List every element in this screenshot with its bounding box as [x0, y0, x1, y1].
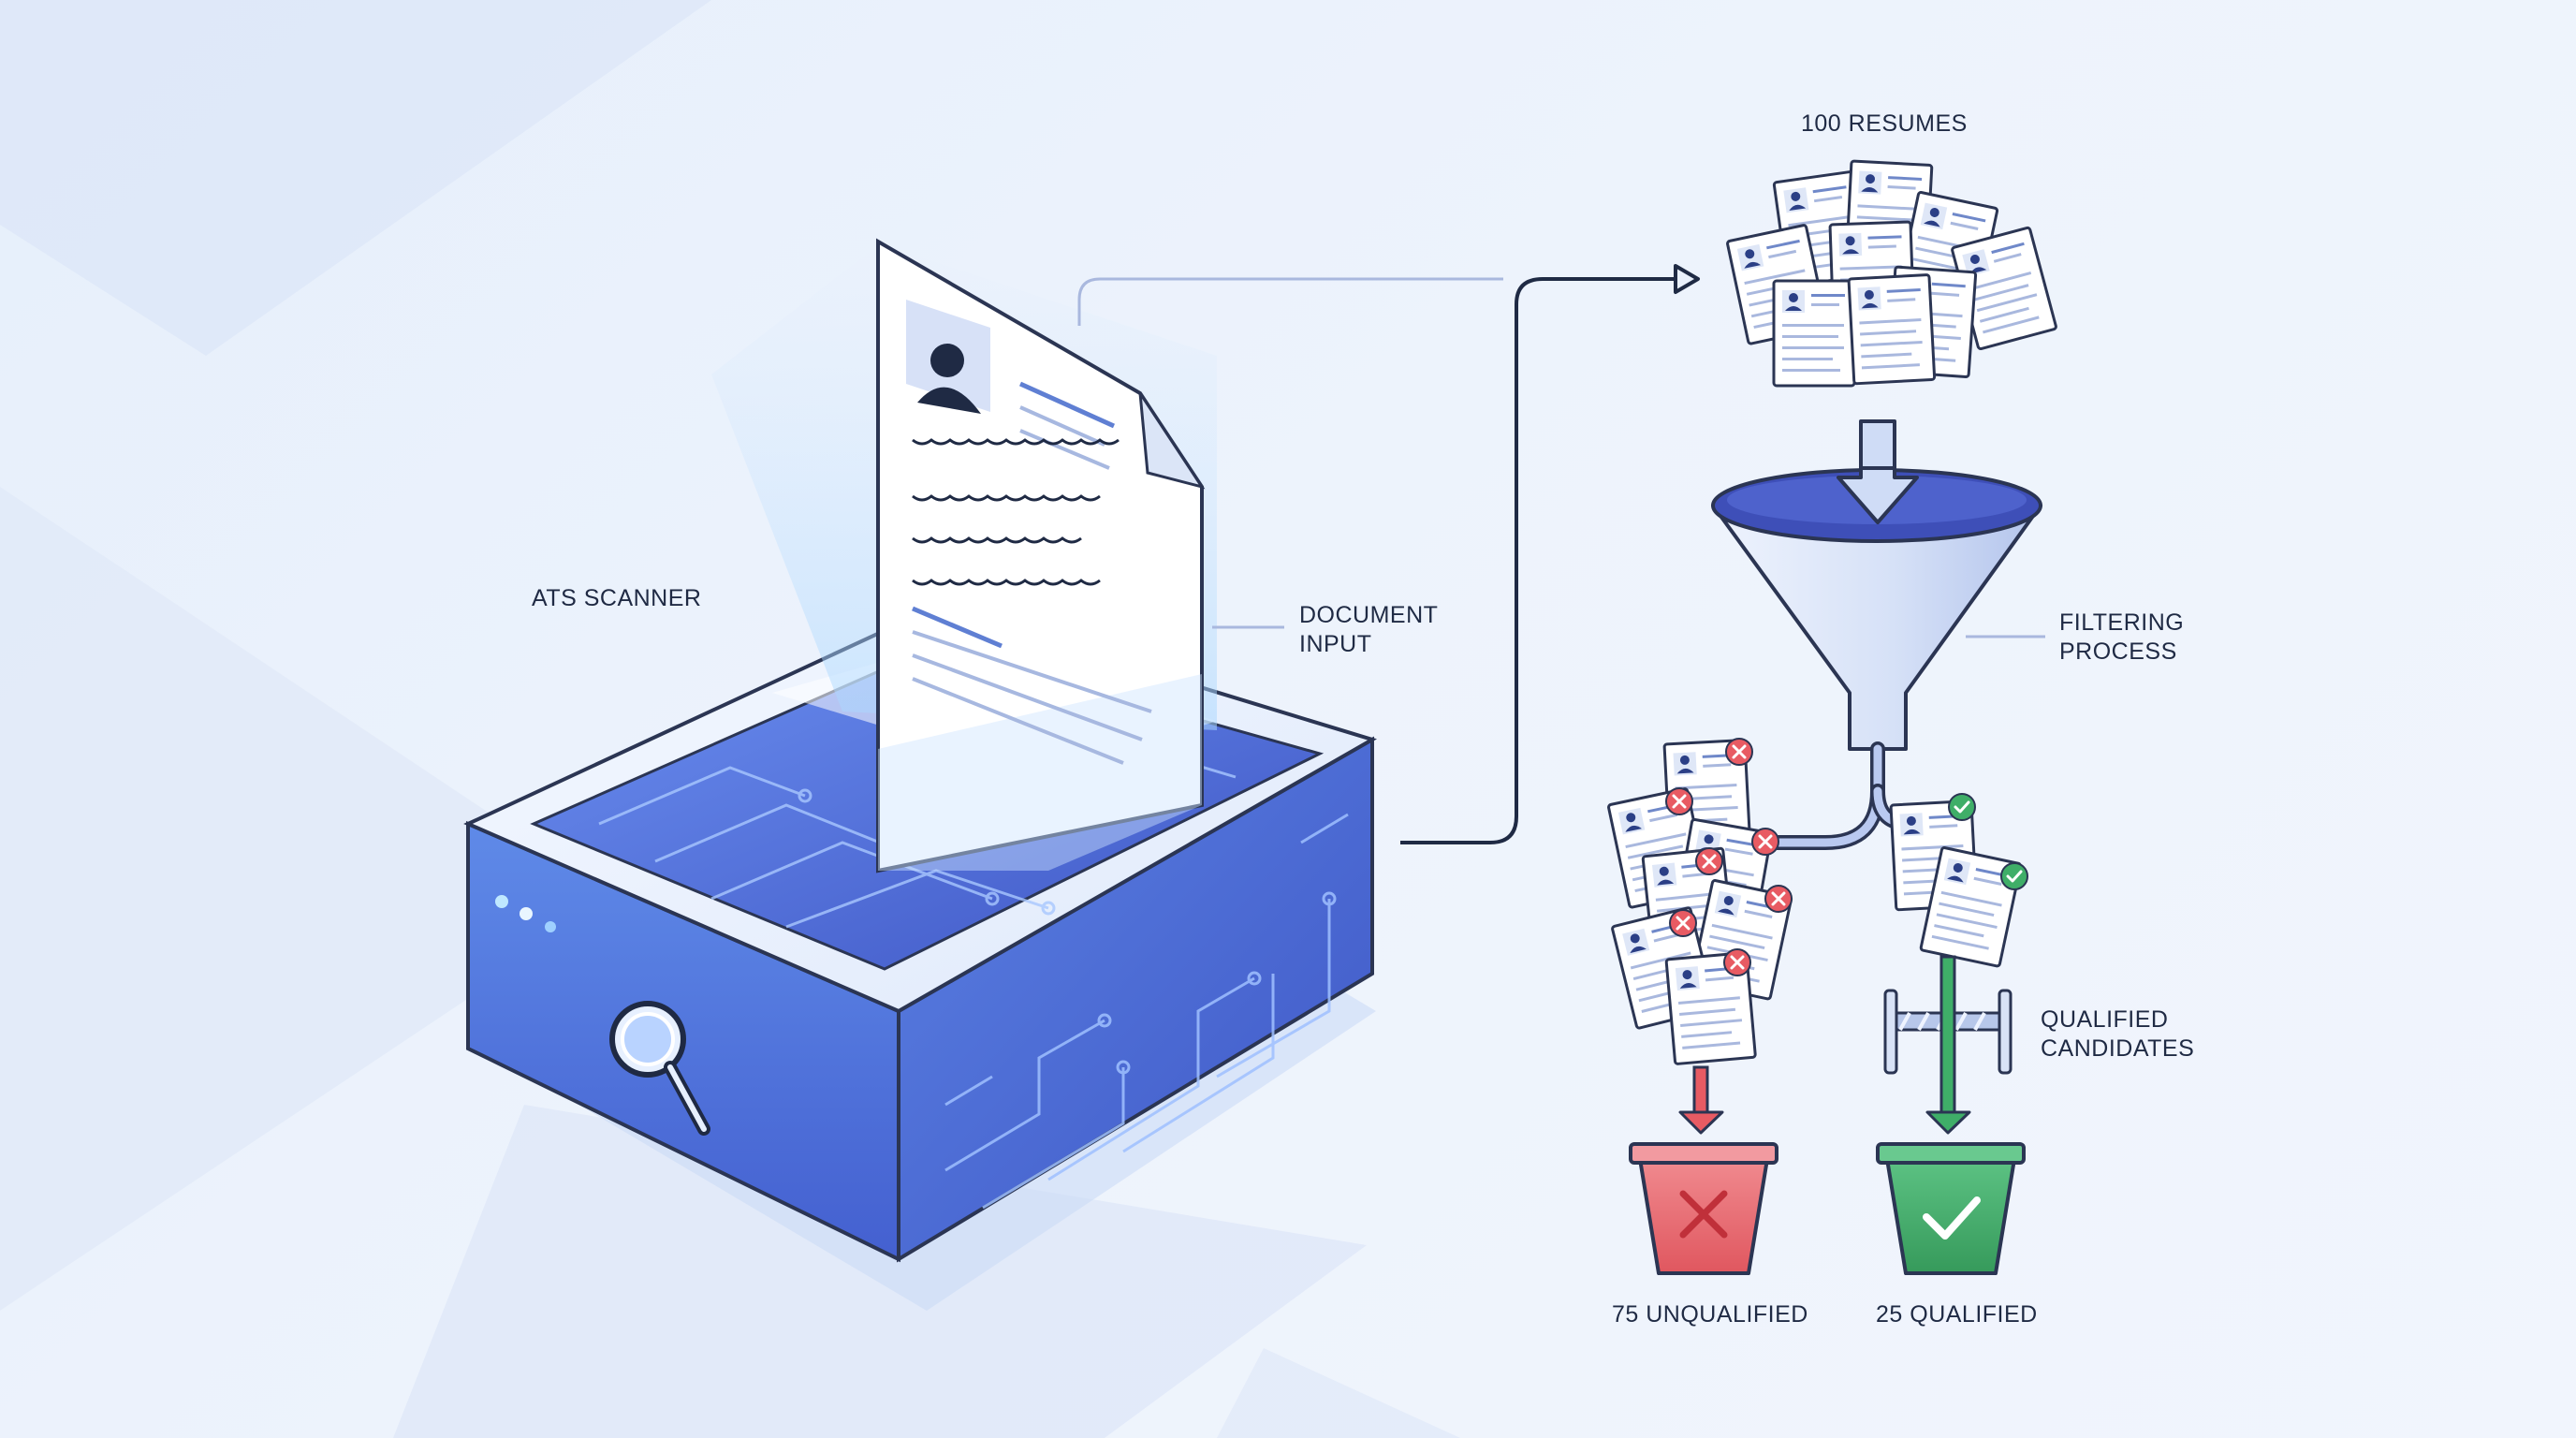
filter-funnel: [1711, 466, 2042, 751]
connector-line: [1077, 277, 1503, 326]
accept-arrow: [1925, 955, 1971, 1135]
x-mark-icon: [1764, 884, 1793, 914]
x-mark-icon: [1664, 786, 1694, 816]
label-ats-scanner: ATS SCANNER: [532, 585, 701, 611]
label-document-input-2: INPUT: [1299, 631, 1372, 657]
x-mark-icon: [1694, 846, 1724, 876]
status-light: [495, 895, 508, 908]
x-mark-icon: [1724, 737, 1754, 767]
check-mark-icon: [1947, 792, 1977, 822]
accepted-resumes: [1889, 792, 2029, 968]
label-filtering-1: FILTERING: [2059, 609, 2184, 636]
circuit-traces: [944, 813, 1349, 1210]
document-input-sheet: [876, 238, 1206, 873]
check-mark-icon: [1999, 861, 2029, 891]
label-unqualified-count: 75 UNQUALIFIED: [1612, 1301, 1808, 1328]
label-filtering-2: PROCESS: [2059, 638, 2177, 665]
flow-arrow-head: [1674, 264, 1700, 294]
x-mark-icon: [1679, 1190, 1728, 1239]
label-qualified-candidates-2: CANDIDATES: [2041, 1035, 2194, 1062]
flow-arrow-line: [1400, 277, 1678, 844]
magnifier-icon: [609, 1001, 710, 1136]
resume-pile: [1725, 159, 2058, 388]
person-avatar-icon: [906, 300, 990, 414]
label-qualified-candidates-1: QUALIFIED: [2041, 1006, 2168, 1033]
x-mark-icon: [1722, 947, 1752, 977]
label-qualified-count: 25 QUALIFIED: [1876, 1301, 2038, 1328]
unqualified-bin: [1629, 1142, 1778, 1275]
rejected-resumes: [1606, 737, 1793, 1066]
label-resumes-count: 100 RESUMES: [1801, 110, 1968, 137]
status-light: [545, 921, 556, 932]
check-mark-icon: [1923, 1196, 1981, 1240]
status-light: [520, 907, 533, 920]
label-document-input-1: DOCUMENT: [1299, 602, 1438, 628]
x-mark-icon: [1668, 908, 1698, 938]
qualified-bin: [1876, 1142, 2026, 1275]
reject-arrow: [1678, 1065, 1724, 1135]
x-mark-icon: [1750, 827, 1780, 857]
